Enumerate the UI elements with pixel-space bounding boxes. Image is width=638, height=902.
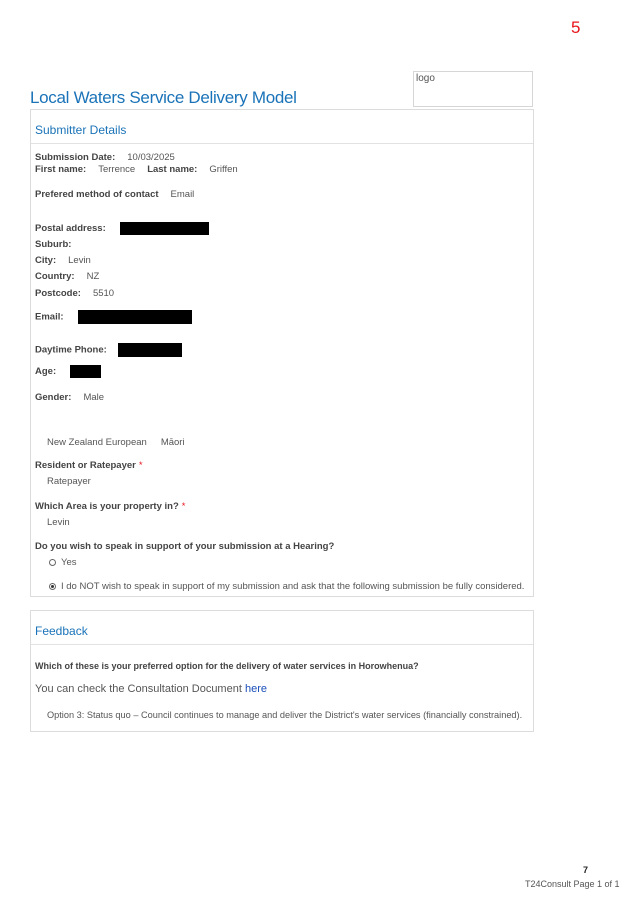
name-row: First name: Terrence Last name: Griffen: [35, 164, 238, 175]
area-label: Which Area is your property in?: [35, 501, 179, 512]
logo-placeholder: logo: [413, 71, 533, 107]
submission-date-row: Submission Date: 10/03/2025: [35, 152, 175, 163]
footer-number: 7: [583, 865, 589, 875]
area-label-row: Which Area is your property in?*: [35, 501, 185, 512]
gender-label: Gender:: [35, 392, 72, 403]
age-row: Age:: [35, 365, 102, 378]
required-marker: *: [138, 460, 143, 471]
submitter-details-heading: Submitter Details: [35, 123, 127, 137]
city-label: City:: [35, 255, 57, 266]
first-name-label: First name:: [35, 164, 87, 175]
hearing-option-no[interactable]: I do NOT wish to speak in support of my …: [49, 581, 524, 592]
submitter-details-panel: Submitter Details Submission Date: 10/03/…: [30, 109, 534, 597]
country-label: Country:: [35, 271, 75, 282]
hearing-question: Do you wish to speak in support of your …: [35, 541, 334, 552]
phone-label: Daytime Phone:: [35, 344, 107, 356]
redacted-phone: [117, 343, 182, 357]
country-row: Country: NZ: [35, 271, 99, 282]
hearing-yes-label: Yes: [61, 557, 77, 568]
email-label: Email:: [35, 311, 64, 323]
postcode-label: Postcode:: [35, 288, 81, 299]
consultation-text: You can check the Consultation Document: [35, 683, 242, 695]
feedback-heading: Feedback: [35, 624, 88, 638]
email-row: Email:: [35, 310, 192, 324]
gender-row: Gender: Male: [35, 392, 104, 403]
age-label: Age:: [35, 366, 57, 378]
feedback-panel: Feedback Which of these is your preferre…: [30, 610, 534, 732]
contact-method-row: Prefered method of contact Email: [35, 189, 194, 200]
postcode-row: Postcode: 5510: [35, 288, 114, 299]
radio-unchecked-icon[interactable]: [49, 559, 56, 566]
redacted-email: [77, 310, 192, 324]
ethnicity-maori: Māori: [160, 437, 185, 448]
required-marker: *: [181, 501, 186, 512]
city-value: Levin: [68, 255, 91, 266]
ethnicity-row: New Zealand European Māori: [47, 437, 185, 448]
suburb-label: Suburb:: [35, 239, 72, 250]
page-number: 5: [571, 18, 581, 37]
contact-method-value: Email: [170, 189, 195, 200]
postal-address-label: Postal address:: [35, 223, 106, 235]
area-value: Levin: [47, 517, 70, 528]
submission-date-value: 10/03/2025: [127, 152, 175, 163]
hearing-no-label: I do NOT wish to speak in support of my …: [61, 581, 525, 592]
postal-address-row: Postal address:: [35, 222, 209, 235]
footer-page-info: T24Consult Page 1 of 1: [525, 879, 620, 889]
feedback-answer: Option 3: Status quo – Council continues…: [47, 710, 523, 720]
feedback-question: Which of these is your preferred option …: [35, 661, 419, 672]
resident-label-row: Resident or Ratepayer*: [35, 460, 143, 471]
redacted-postal-address: [119, 222, 209, 235]
consultation-row: You can check the Consultation Document …: [35, 683, 267, 695]
consultation-link[interactable]: here: [244, 683, 267, 695]
radio-checked-icon[interactable]: [49, 583, 56, 590]
resident-value: Ratepayer: [47, 476, 91, 487]
redacted-age: [70, 365, 102, 378]
phone-row: Daytime Phone:: [35, 343, 182, 357]
postcode-value: 5510: [92, 288, 115, 299]
divider: [31, 644, 533, 645]
last-name-value: Griffen: [209, 164, 238, 175]
divider: [31, 143, 533, 144]
resident-label: Resident or Ratepayer: [35, 460, 136, 471]
hearing-option-yes[interactable]: Yes: [49, 557, 77, 568]
page-title: Local Waters Service Delivery Model: [30, 88, 297, 107]
city-row: City: Levin: [35, 255, 91, 266]
submission-date-label: Submission Date:: [35, 152, 116, 163]
suburb-row: Suburb:: [35, 239, 71, 250]
hearing-question-text: Do you wish to speak in support of your …: [35, 541, 335, 552]
gender-value: Male: [83, 392, 105, 403]
first-name-value: Terrence: [98, 164, 136, 175]
last-name-label: Last name:: [147, 164, 198, 175]
feedback-question-text: Which of these is your preferred option …: [35, 661, 419, 671]
ethnicity-nz-european: New Zealand European: [47, 437, 147, 448]
country-value: NZ: [86, 271, 100, 282]
contact-method-label: Prefered method of contact: [35, 189, 159, 200]
